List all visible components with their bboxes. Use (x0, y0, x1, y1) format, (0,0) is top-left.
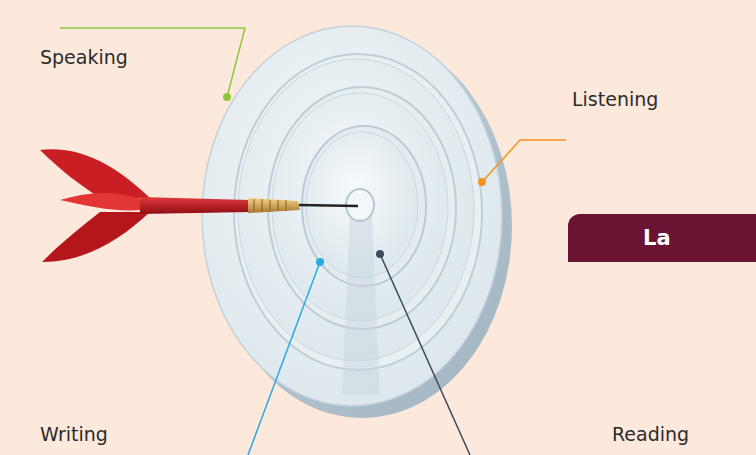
leader-dot (316, 258, 324, 266)
leader-line (380, 254, 470, 455)
leader-dot (376, 250, 384, 258)
outer-ring (202, 26, 502, 406)
bullseye-shadow (342, 215, 380, 395)
skill-label: Writing (40, 423, 108, 445)
title-banner: La (568, 214, 756, 262)
banner-text: La (568, 226, 671, 250)
skill-label: Speaking (40, 46, 128, 68)
leader-line (248, 262, 320, 455)
leader-dot (223, 93, 231, 101)
skill-label: Reading (612, 423, 689, 445)
skill-label: Listening (572, 88, 658, 110)
dart (40, 149, 358, 262)
leader-line (482, 140, 566, 182)
leader-dot (478, 178, 486, 186)
